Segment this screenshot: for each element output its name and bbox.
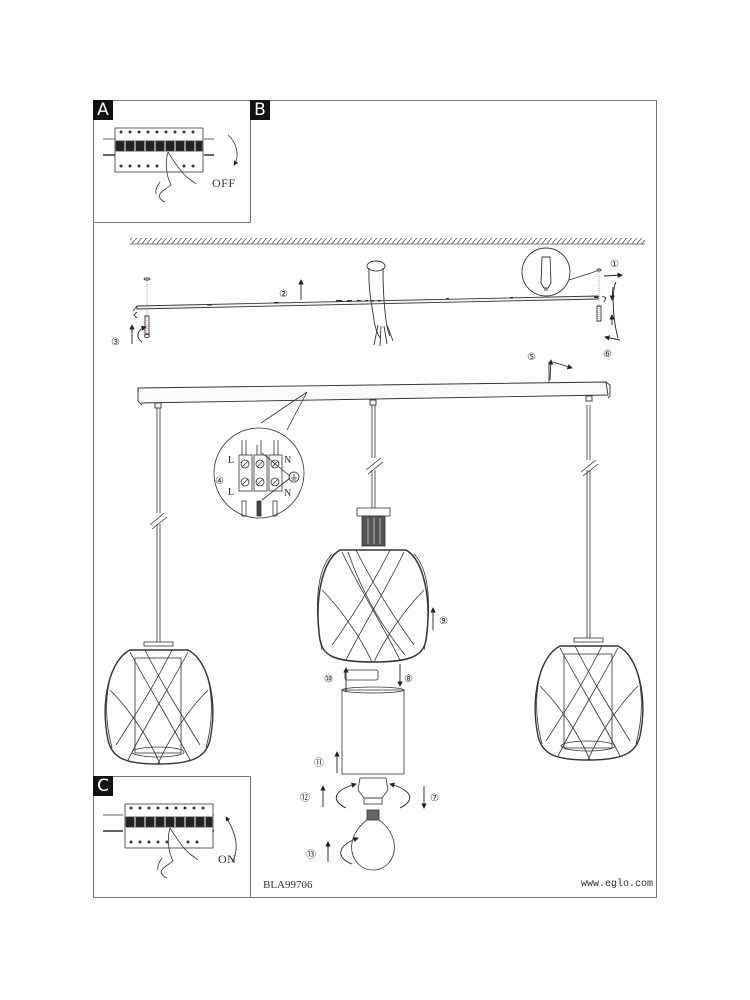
instruction-arrows (129, 272, 623, 865)
step-numbers: ① ② ③ ④ ⑤ ⑥ ⑦ ⑧ ⑨ ⑩ ⑪ ⑫ ⑬ (111, 259, 619, 861)
pendant-left (104, 408, 214, 765)
ceiling-line (130, 238, 645, 245)
rotate-up-arrow (225, 816, 237, 863)
terminal-label-n-top: N (284, 455, 291, 466)
brand-url: www.eglo.com (580, 879, 653, 890)
breaker-panel-on-illustration (103, 803, 237, 879)
product-code: BLA99706 (263, 879, 313, 891)
step-10-label: ⑩ (324, 674, 333, 685)
step-12-label: ⑫ (300, 792, 310, 804)
wiring-terminal-detail (213, 391, 308, 519)
mounting-bracket (132, 247, 607, 347)
terminal-label-n-bottom: N (284, 488, 291, 499)
rotate-down-arrow (227, 134, 239, 166)
step-6-label: ⑥ (603, 349, 612, 360)
step-2-label: ② (279, 289, 288, 300)
step-3-label: ③ (111, 337, 120, 348)
step-11-label: ⑪ (314, 757, 324, 769)
breaker-on-caption: ON (218, 852, 237, 866)
step-4-label: ④ (215, 476, 224, 487)
step-1-label: ① (610, 259, 619, 270)
panel-a-badge: A (93, 100, 113, 120)
pendant-right (534, 405, 644, 761)
step-7-label: ⑦ (430, 793, 439, 804)
pendant-middle-exploded (317, 405, 429, 871)
panel-c-badge: C (93, 776, 113, 796)
breaker-off-caption: OFF (212, 176, 236, 190)
terminal-label-l-top: L (228, 455, 234, 466)
step-9-label: ⑨ (439, 616, 448, 627)
step-13-label: ⑬ (306, 849, 316, 861)
page-frame (93, 100, 657, 898)
terminal-label-l-bottom: L (228, 487, 234, 498)
step-8-label: ⑧ (404, 674, 413, 685)
panel-b-badge: B (250, 100, 270, 120)
canopy-bar (137, 362, 611, 409)
breaker-panel-off-illustration (103, 127, 239, 203)
step-5-label: ⑤ (527, 352, 536, 363)
